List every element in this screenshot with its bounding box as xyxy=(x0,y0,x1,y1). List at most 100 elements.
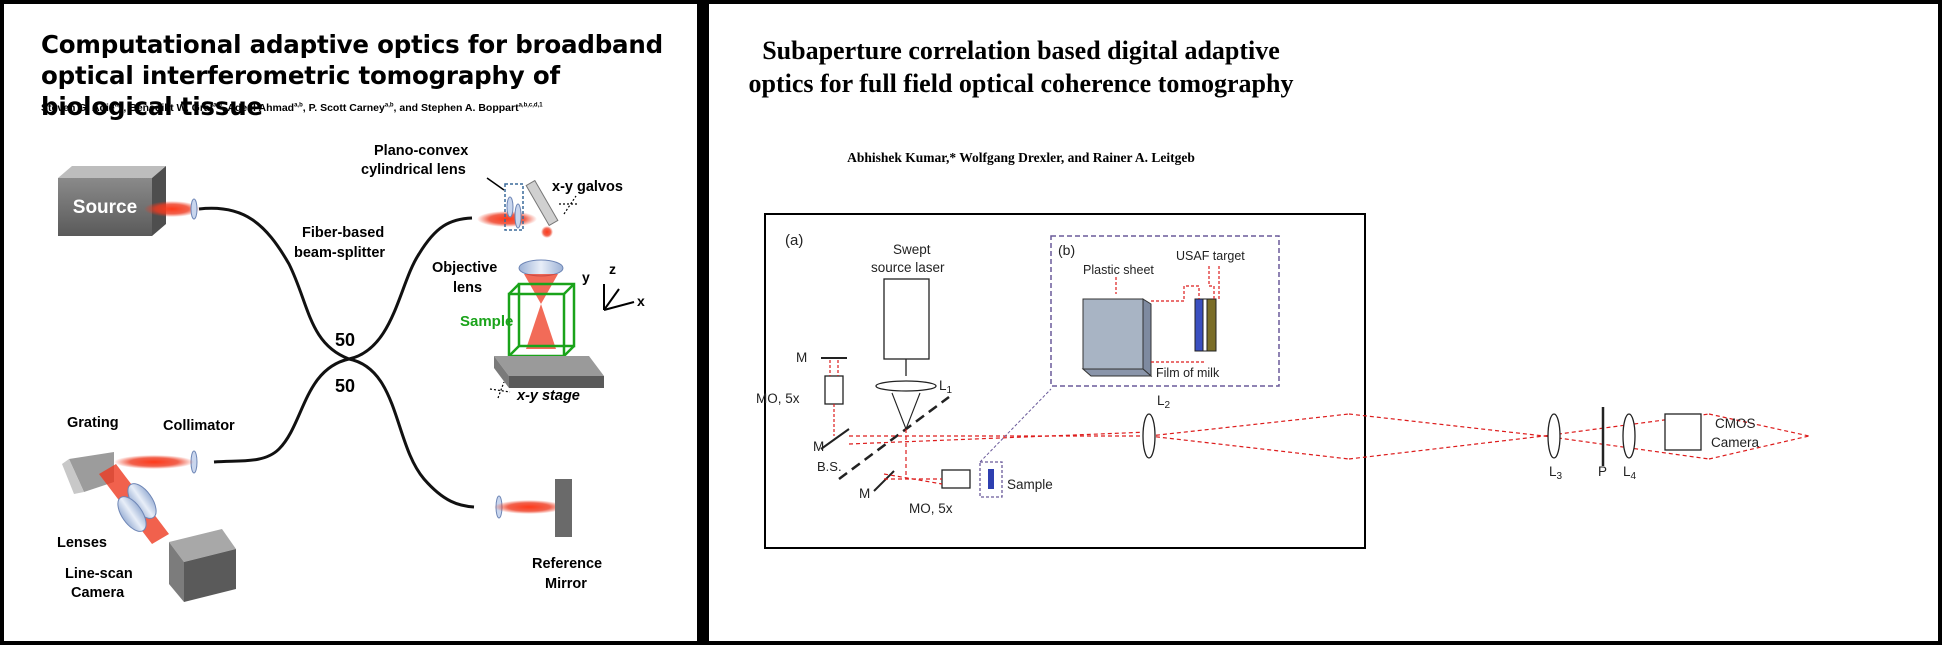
camera-label-right-1: CMOS xyxy=(1715,416,1756,431)
plastic-sheet-icon xyxy=(1081,298,1153,378)
l2-lens-icon xyxy=(1142,413,1156,459)
galvos-label: x-y galvos xyxy=(552,179,623,195)
split-ratio-bottom: 50 xyxy=(335,376,355,396)
left-author-name: P. Scott Carney xyxy=(308,102,385,114)
sample-icon xyxy=(988,469,994,489)
l4-lens-icon xyxy=(1622,413,1636,459)
left-authors-text: Steven G. Adiea,b, Benedikt W. Grafa,b, … xyxy=(41,102,543,114)
xy-stage-icon xyxy=(494,356,604,388)
cyl-lens-label-2: cylindrical lens xyxy=(361,162,466,178)
right-setup-diagram: (a) Swept source laser L1 B.S. M MO, 5x … xyxy=(756,213,1810,549)
axis-z-label: z xyxy=(609,261,616,277)
axes-icon xyxy=(603,284,635,311)
camera-label-1: Line-scan xyxy=(65,566,133,582)
p-label: P xyxy=(1598,464,1607,479)
bs-label: B.S. xyxy=(817,459,842,474)
cmos-camera-icon xyxy=(1664,413,1702,451)
inset-pointer xyxy=(979,388,1052,463)
main-beam-paths xyxy=(848,413,1810,485)
lenses-label: Lenses xyxy=(57,535,107,551)
focus-cone-top xyxy=(524,274,558,304)
axis-y-label: y xyxy=(582,269,590,285)
cyl-lens-icon-1 xyxy=(506,196,514,218)
sample-arm-beam xyxy=(477,211,537,227)
camera-label-2: Camera xyxy=(71,585,125,601)
left-author-affil: a,b xyxy=(114,102,124,109)
objective-label-2: lens xyxy=(453,280,482,296)
stage-motion-icon xyxy=(489,381,511,399)
mo-bot-label: MO, 5x xyxy=(909,501,953,516)
usaf-label: USAF target xyxy=(1176,249,1245,263)
plastic-sheet-label: Plastic sheet xyxy=(1083,263,1154,277)
detection-lens-icon-2 xyxy=(117,496,147,532)
grating-label: Grating xyxy=(67,415,119,431)
beam-splitter-icon xyxy=(838,395,950,481)
laser-label-1: Swept xyxy=(893,242,931,257)
panel-a-label: (a) xyxy=(785,232,803,249)
mo-bottom-icon xyxy=(941,469,971,489)
left-author-affil: a,b xyxy=(213,102,222,109)
right-paper-authors: Abhishek Kumar,* Wolfgang Drexler, and R… xyxy=(847,150,1195,165)
inset-beams xyxy=(1115,266,1220,363)
l2-label: L2 xyxy=(1157,393,1171,411)
panel-b-label: (b) xyxy=(1058,242,1075,258)
left-author-name: Adeel Ahmad xyxy=(227,102,295,114)
left-paper-title: Computational adaptive optics for broadb… xyxy=(41,30,663,121)
mo-top-label: MO, 5x xyxy=(756,391,800,406)
reference-beam xyxy=(494,500,564,514)
cyl-lens-pointer xyxy=(486,177,505,191)
l1-lens-icon xyxy=(875,380,937,392)
camera-label-right-2: Camera xyxy=(1711,435,1760,450)
stage-label: x-y stage xyxy=(516,388,580,404)
collimator-label: Collimator xyxy=(163,418,235,434)
cyl-lens-icon-2 xyxy=(514,203,522,229)
galvo-mirror-icon xyxy=(525,179,559,227)
mirror-bottom-icon xyxy=(873,470,895,492)
source-lens-icon xyxy=(190,198,198,220)
split-ratio-top: 50 xyxy=(335,330,355,350)
left-setup-diagram: Source Fiber-based beam-splitter 50 50 P… xyxy=(57,143,645,602)
left-author-affil: a,b xyxy=(384,102,394,109)
fiber-lines xyxy=(198,206,475,509)
reference-label-1: Reference xyxy=(532,556,602,572)
m-top-label: M xyxy=(796,350,807,365)
galvo-motion-icon xyxy=(559,195,579,215)
axis-x-label: x xyxy=(637,293,645,309)
left-paper-authors: Steven G. Adiea,b, Benedikt W. Grafa,b, … xyxy=(41,102,543,114)
source-box xyxy=(58,166,166,236)
laser-label-2: source laser xyxy=(871,260,945,275)
galvo-beam xyxy=(541,226,553,238)
objective-lens-icon xyxy=(518,259,564,277)
cyl-lens-label-1: Plano-convex xyxy=(374,143,468,159)
l3-lens-icon xyxy=(1547,413,1561,459)
usaf-target-icon xyxy=(1194,298,1217,352)
grating-icon xyxy=(62,452,114,494)
left-paper-panel: Computational adaptive optics for broadb… xyxy=(4,4,697,641)
fiber-splitter-label-2: beam-splitter xyxy=(294,245,385,261)
objective-label-1: Objective xyxy=(432,260,497,276)
m-mid-label: M xyxy=(813,439,824,454)
cyl-lens-box xyxy=(504,183,524,231)
source-label: Source xyxy=(73,197,137,218)
right-paper-title: Subaperture correlation based digital ad… xyxy=(748,36,1294,98)
l1-label: L1 xyxy=(939,378,953,396)
reference-mirror-icon xyxy=(555,479,572,537)
m-bot-label: M xyxy=(859,486,870,501)
mo-top-icon xyxy=(824,375,844,405)
swept-laser-icon xyxy=(883,278,930,360)
sample-label: Sample xyxy=(460,313,513,330)
focus-cone-bottom xyxy=(526,304,556,349)
collimated-beam xyxy=(114,455,194,469)
line-scan-camera-icon xyxy=(169,529,236,602)
film-label: Film of milk xyxy=(1156,366,1220,380)
left-author-name: Benedikt W. Graf xyxy=(129,102,214,114)
mirror-mid-icon xyxy=(820,428,850,450)
top-arm-beam xyxy=(829,360,839,436)
sample-label-right: Sample xyxy=(1007,477,1053,492)
right-paper-panel: Subaperture correlation based digital ad… xyxy=(709,4,1938,641)
sample-box xyxy=(979,461,1003,498)
source-beam xyxy=(144,201,200,217)
l3-label: L3 xyxy=(1549,464,1563,482)
left-author-name: Steven G. Adie xyxy=(41,102,115,114)
fiber-splitter-label-1: Fiber-based xyxy=(302,225,384,241)
